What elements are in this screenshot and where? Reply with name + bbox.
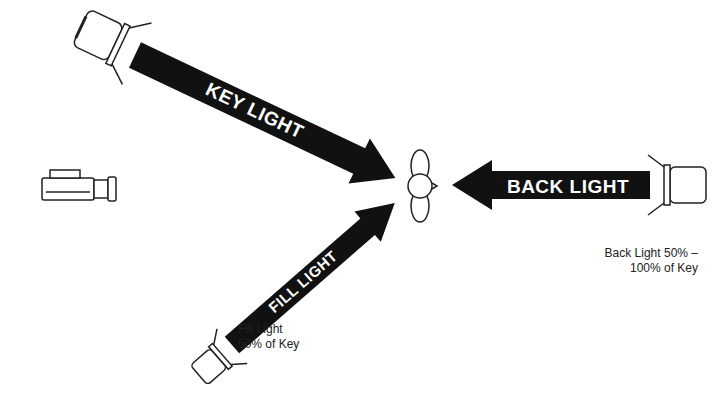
- fill-lamp: [184, 329, 247, 393]
- arrow-label: BACK LIGHT: [507, 177, 629, 196]
- key-arrow: [124, 32, 406, 200]
- subject: [408, 150, 437, 222]
- key-lamp: [66, 0, 151, 84]
- back-arrow: [452, 160, 650, 210]
- note-label: Back Light 50% – 100% of Key: [586, 246, 698, 276]
- arrow-label: FILL LIGHT: [266, 247, 340, 315]
- fill-arrow: [219, 188, 408, 360]
- camera: [42, 170, 116, 201]
- back-lamp: [648, 155, 706, 215]
- note-label: Fill Light 50% of Key: [238, 322, 306, 352]
